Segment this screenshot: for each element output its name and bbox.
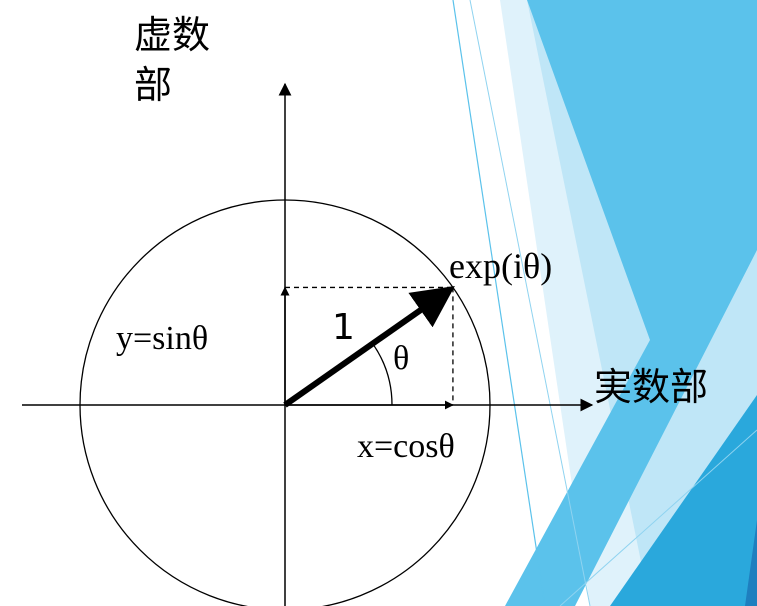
radius-vector: [283, 286, 455, 408]
imaginary-axis-label: 虚数部: [134, 13, 211, 107]
bg-thin-line: [469, 0, 591, 606]
radius-label: 1: [332, 307, 355, 348]
bg-shape-corner: [745, 520, 757, 606]
bg-shape-lower: [610, 395, 757, 606]
bg-thin-line: [452, 0, 546, 606]
bg-shape-main: [505, 0, 757, 606]
sin-label: y=sinθ: [116, 320, 209, 357]
point-label: exp(iθ): [449, 246, 553, 286]
angle-arc: [372, 343, 393, 406]
angle-label: θ: [393, 340, 410, 377]
cos-label: x=cosθ: [357, 428, 455, 465]
real-axis-label: 実数部: [594, 365, 709, 409]
bg-thin-line: [559, 429, 757, 606]
